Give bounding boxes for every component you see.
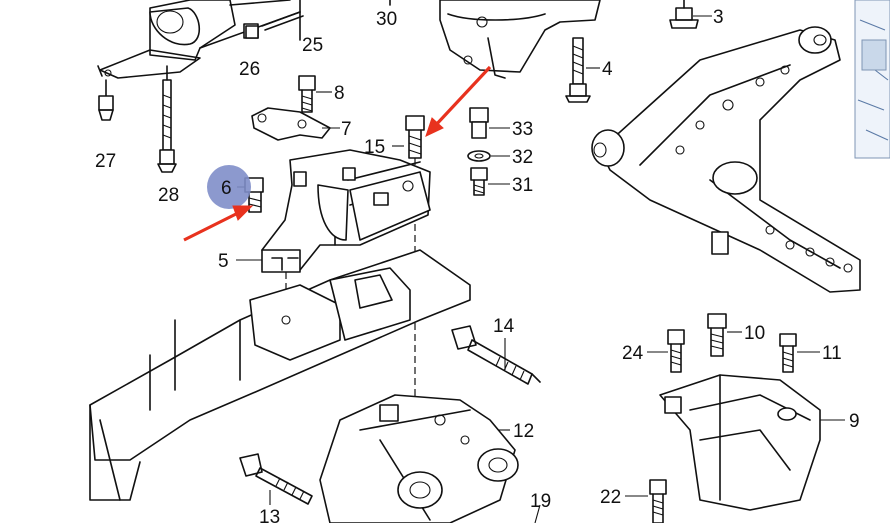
subframe-30 — [389, 0, 601, 79]
gearbox-bracket-12 — [319, 394, 519, 523]
bolt-28 — [157, 65, 177, 173]
label-6: 6 — [221, 178, 232, 199]
label-31: 31 — [512, 175, 533, 196]
label-22: 22 — [600, 487, 621, 508]
bracket-7 — [251, 107, 331, 141]
red-arrows — [183, 65, 492, 242]
bolt-10 — [707, 313, 727, 357]
label-10: 10 — [744, 323, 765, 344]
label-9: 9 — [849, 411, 860, 432]
label-30: 30 — [376, 9, 397, 30]
label-15: 15 — [364, 137, 385, 158]
bolt-8 — [298, 75, 316, 113]
bolt-4 — [565, 37, 591, 103]
leader-lines — [236, 15, 845, 523]
body-rail — [89, 249, 471, 501]
bolt-11 — [779, 333, 797, 373]
label-11: 11 — [822, 343, 842, 364]
label-24: 24 — [622, 343, 644, 364]
highlight-circle — [207, 165, 251, 209]
arrow-to-bolt-6 — [183, 205, 254, 242]
label-25: 25 — [302, 35, 323, 56]
part-labels: 3 4 5 6 7 8 9 10 11 12 13 14 15 19 22 24… — [95, 7, 860, 523]
label-7: 7 — [341, 119, 352, 140]
label-32: 32 — [512, 147, 533, 168]
thumbnail-image — [854, 0, 890, 159]
label-33: 33 — [512, 119, 533, 140]
label-12: 12 — [513, 421, 534, 442]
control-arm — [591, 26, 861, 293]
label-14: 14 — [493, 316, 515, 337]
label-13: 13 — [259, 507, 280, 523]
label-27: 27 — [95, 151, 116, 172]
bolt-14 — [451, 325, 541, 385]
arrow-to-bolt-15 — [425, 65, 492, 137]
label-8: 8 — [334, 83, 345, 104]
label-28: 28 — [158, 185, 179, 206]
bolt-15 — [405, 115, 425, 400]
bolt-24 — [667, 329, 685, 373]
engine-mount-5 — [261, 149, 431, 330]
bolt-26 — [245, 25, 259, 39]
label-4: 4 — [602, 59, 613, 80]
bolt-13 — [239, 453, 313, 505]
label-19: 19 — [530, 491, 551, 512]
label-3: 3 — [713, 7, 724, 28]
engine-mount-9 — [659, 374, 821, 511]
label-5: 5 — [218, 251, 229, 272]
upper-left-bracket — [97, 0, 301, 79]
highlight-6 — [207, 165, 251, 209]
parts-31-33 — [467, 107, 491, 196]
bolt-27 — [98, 79, 114, 121]
bolt-22 — [649, 479, 667, 523]
label-26: 26 — [239, 59, 260, 80]
bolt-3 — [669, 0, 699, 29]
